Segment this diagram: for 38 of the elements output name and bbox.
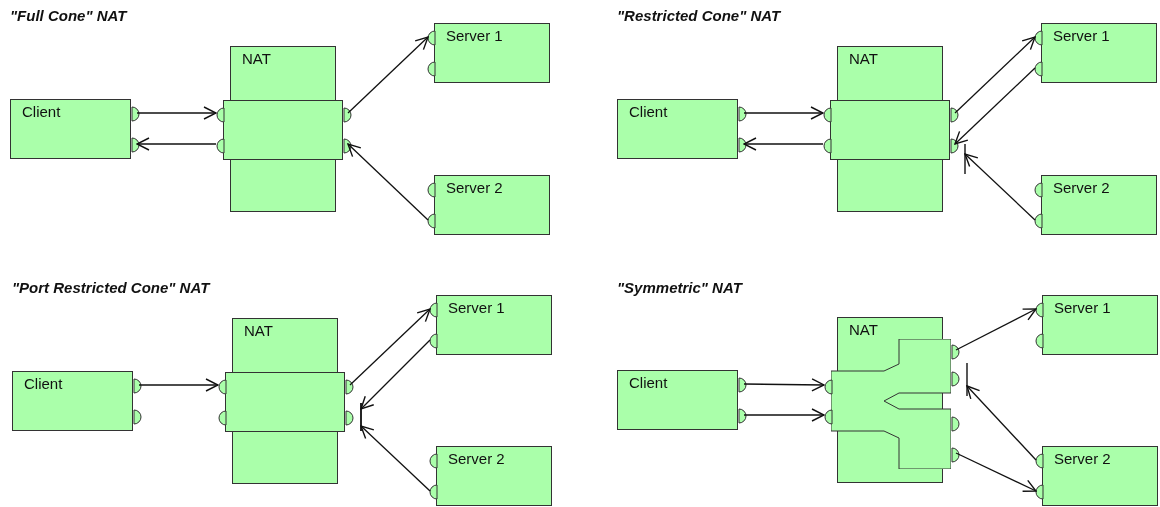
nat-type-label: "Port Restricted Cone" NAT bbox=[12, 280, 210, 295]
node-label: Server 1 bbox=[446, 28, 503, 43]
node-label: Server 2 bbox=[446, 180, 503, 195]
arrow bbox=[347, 143, 429, 221]
arrow bbox=[138, 378, 219, 392]
arrow bbox=[349, 308, 431, 386]
nat-type-label: "Full Cone" NAT bbox=[10, 8, 127, 23]
arrow bbox=[136, 137, 217, 151]
arrow bbox=[743, 378, 825, 392]
arrow bbox=[136, 106, 217, 120]
node-label: Server 2 bbox=[448, 451, 505, 466]
arrow bbox=[347, 36, 429, 114]
node-label: Client bbox=[629, 375, 668, 390]
node-label: Client bbox=[24, 376, 63, 391]
node-label: Server 1 bbox=[1053, 28, 1110, 43]
node-label: Client bbox=[22, 104, 61, 119]
arrow bbox=[955, 452, 1037, 492]
node-label: Server 2 bbox=[1053, 180, 1110, 195]
arrow bbox=[954, 67, 1036, 145]
node-label: Client bbox=[629, 104, 668, 119]
arrow bbox=[743, 106, 824, 120]
node-label: NAT bbox=[244, 323, 273, 338]
node-label: NAT bbox=[242, 51, 271, 66]
arrow bbox=[964, 153, 1036, 221]
arrow bbox=[743, 408, 825, 422]
arrow bbox=[743, 137, 824, 151]
arrow bbox=[954, 36, 1036, 114]
arrow bbox=[966, 385, 1037, 461]
nat-type-label: "Restricted Cone" NAT bbox=[617, 8, 781, 23]
arrow bbox=[360, 339, 431, 410]
node-label: Server 1 bbox=[448, 300, 505, 315]
arrow bbox=[360, 425, 431, 492]
arrow bbox=[955, 308, 1037, 351]
node-label: NAT bbox=[849, 51, 878, 66]
node-label: Server 2 bbox=[1054, 451, 1111, 466]
node-label: NAT bbox=[849, 322, 878, 337]
nat-type-label: "Symmetric" NAT bbox=[617, 280, 742, 295]
node-label: Server 1 bbox=[1054, 300, 1111, 315]
